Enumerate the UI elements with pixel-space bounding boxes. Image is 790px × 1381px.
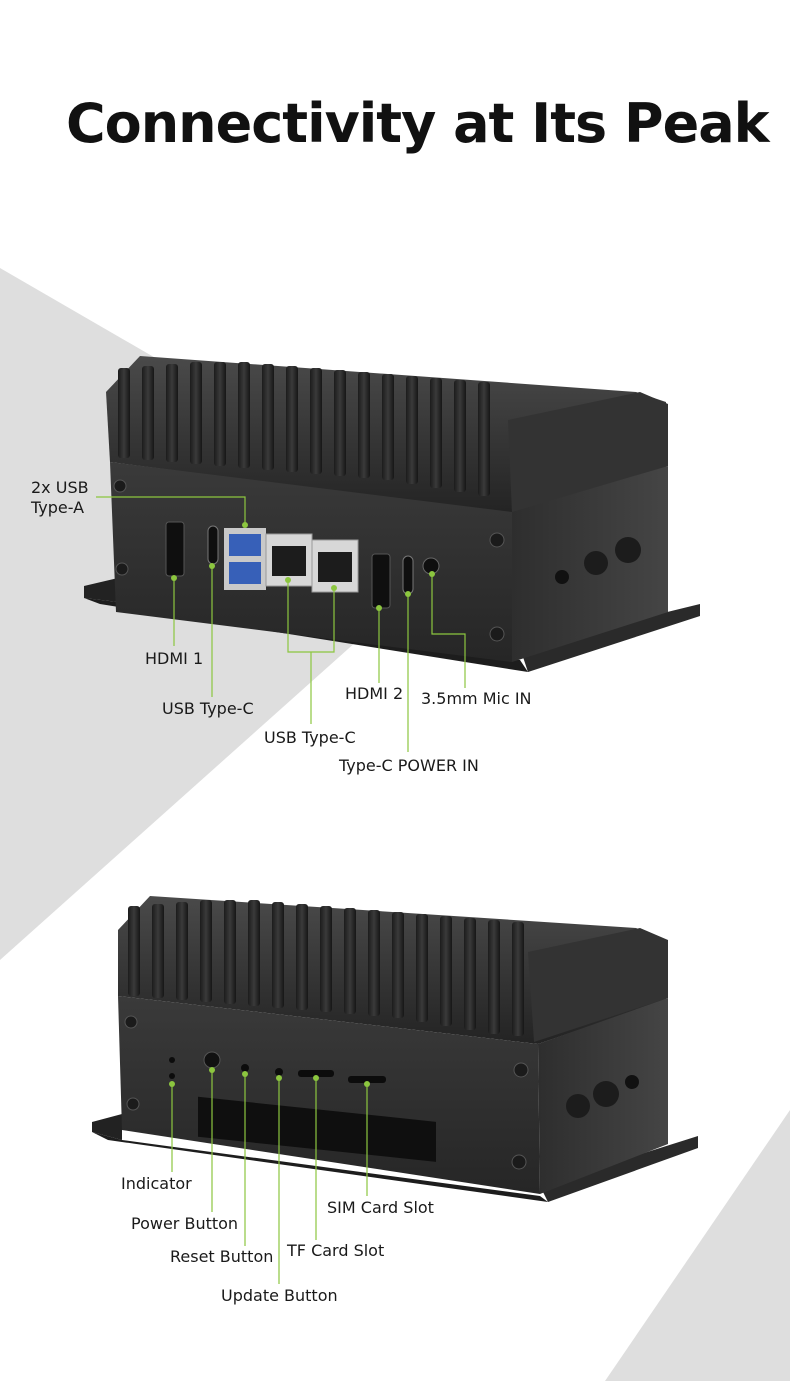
front-mount-bracket bbox=[84, 578, 118, 602]
label-type-c-power-in: Type-C POWER IN bbox=[339, 756, 479, 775]
tf-card-slot bbox=[298, 1070, 334, 1077]
reset-button bbox=[241, 1064, 249, 1072]
indicator-led-1 bbox=[169, 1057, 175, 1063]
update-button bbox=[275, 1068, 283, 1076]
label-mic-in: 3.5mm Mic IN bbox=[421, 689, 532, 708]
back-fins bbox=[128, 900, 524, 1036]
usb-c-port-left bbox=[207, 525, 219, 565]
sim-card-slot bbox=[348, 1076, 386, 1083]
front-callouts bbox=[96, 496, 466, 752]
back-device bbox=[92, 896, 698, 1202]
label-usb-type-c-left: USB Type-C bbox=[162, 699, 254, 718]
back-mount-bracket bbox=[92, 1114, 122, 1140]
label-usb-type-a: 2x USB Type-A bbox=[31, 478, 89, 517]
label-update-button: Update Button bbox=[221, 1286, 338, 1305]
label-hdmi-2: HDMI 2 bbox=[345, 684, 404, 703]
label-tf-card-slot: TF Card Slot bbox=[287, 1241, 385, 1260]
label-sim-card-slot: SIM Card Slot bbox=[327, 1198, 434, 1217]
label-hdmi-1: HDMI 1 bbox=[145, 649, 204, 668]
hdmi1-port bbox=[165, 521, 185, 577]
hdmi2-port bbox=[371, 553, 391, 609]
label-reset-button: Reset Button bbox=[170, 1247, 274, 1266]
label-power-button: Power Button bbox=[131, 1214, 239, 1233]
label-ethernet: USB Type-C bbox=[264, 728, 356, 747]
back-callouts bbox=[171, 1070, 368, 1284]
page-title: Connectivity at Its Peak bbox=[66, 92, 770, 155]
front-fins bbox=[118, 362, 490, 496]
indicator-led-2 bbox=[169, 1073, 175, 1079]
front-device bbox=[84, 356, 700, 672]
background-shape-right bbox=[605, 1110, 790, 1381]
power-button bbox=[203, 1051, 221, 1069]
front-callout-dots bbox=[171, 522, 435, 611]
usb-c-power-port bbox=[402, 555, 414, 595]
back-callout-dots bbox=[169, 1067, 370, 1087]
label-indicator: Indicator bbox=[121, 1174, 192, 1193]
back-vent-slot bbox=[198, 1096, 436, 1162]
